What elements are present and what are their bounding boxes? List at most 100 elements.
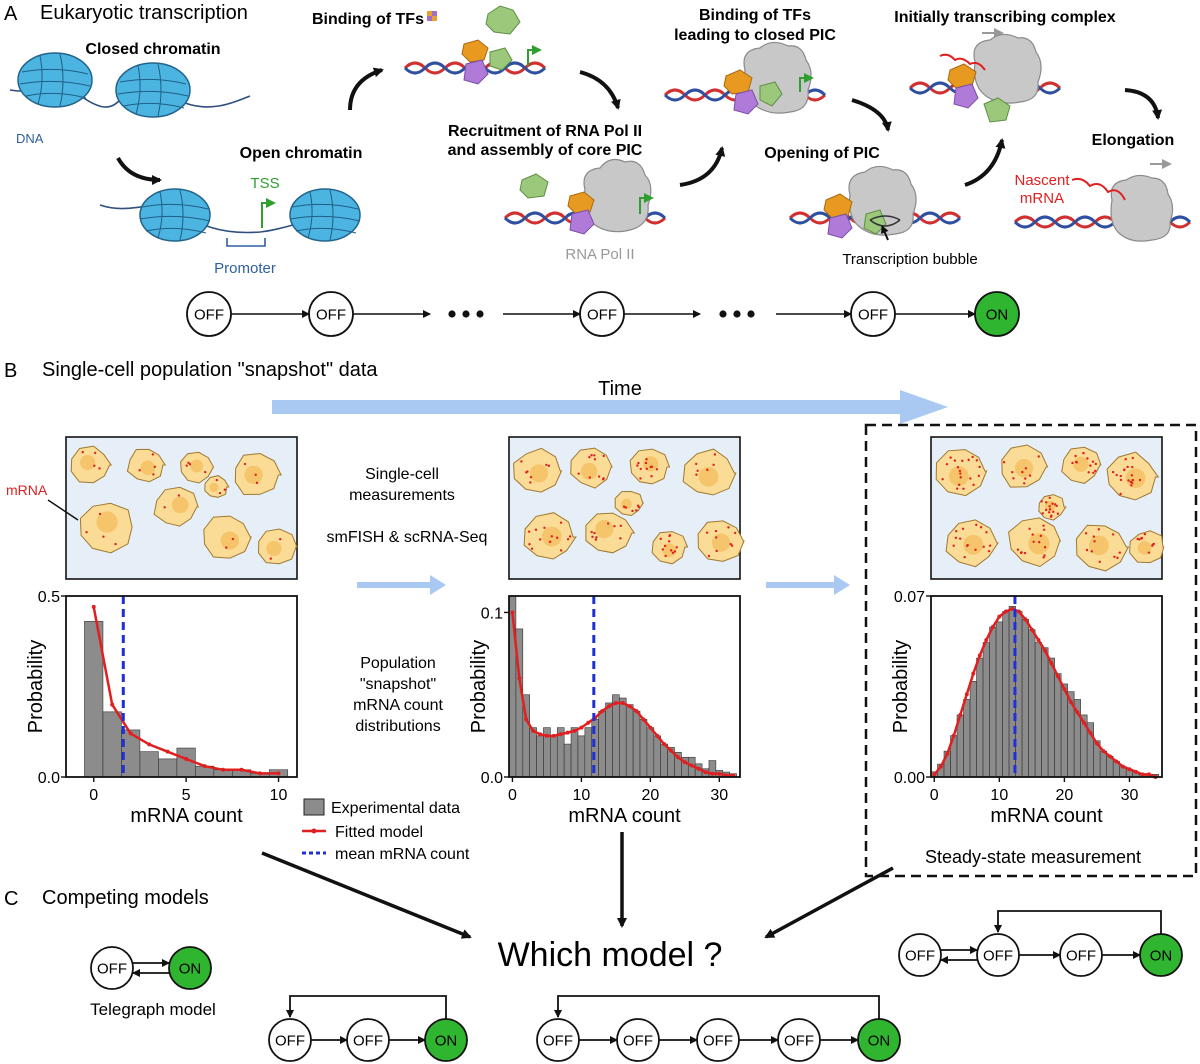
mrna-dot bbox=[595, 536, 598, 539]
histogram-bar bbox=[989, 626, 997, 778]
fitted-model-point bbox=[586, 720, 591, 725]
mrna-dot bbox=[1002, 461, 1006, 464]
panel-c-title: Competing models bbox=[42, 887, 209, 909]
state-off-label: OFF bbox=[1066, 947, 1096, 964]
opening-pic-label: Opening of PIC bbox=[764, 145, 880, 162]
mrna-dot bbox=[526, 470, 529, 473]
mrna-dot bbox=[1119, 492, 1122, 496]
mrna-dot bbox=[1016, 548, 1020, 551]
x-tick-label: 30 bbox=[1121, 787, 1139, 804]
mrna-dot bbox=[1093, 540, 1096, 543]
flow-arrow-2 bbox=[766, 575, 850, 595]
mrna-dot bbox=[528, 543, 531, 546]
mrna-dot bbox=[1086, 457, 1089, 460]
mrna-dot bbox=[1115, 473, 1118, 477]
fitted-model-point bbox=[1010, 606, 1015, 611]
y-tick-label: 0.1 bbox=[481, 605, 503, 622]
arrow-opening-to-initial bbox=[964, 138, 1006, 187]
bubble-pointer-arrow bbox=[881, 225, 889, 241]
mrna-dot bbox=[153, 465, 157, 469]
mrna-dot bbox=[730, 544, 734, 547]
histogram-bar bbox=[632, 710, 641, 778]
mrna-dot bbox=[1143, 532, 1147, 536]
fitted-model-point bbox=[1140, 772, 1145, 777]
fitted-model-point bbox=[1094, 741, 1099, 746]
tss-arrow-icon bbox=[799, 73, 814, 92]
state-off-label: OFF bbox=[587, 306, 617, 323]
binding-closed-label-line2: leading to closed PIC bbox=[674, 27, 836, 44]
mrna-dot bbox=[1140, 536, 1144, 540]
fitted-model-point bbox=[648, 725, 653, 730]
arrow-closed-to-opening bbox=[851, 98, 892, 132]
mrna-dot bbox=[1136, 537, 1139, 541]
mrna-dot bbox=[1023, 551, 1027, 555]
x-tick-label: 10 bbox=[270, 787, 288, 804]
mrna-dot bbox=[1055, 504, 1058, 508]
tf-orange-icon bbox=[567, 191, 595, 215]
mrna-dot bbox=[577, 472, 580, 475]
y-tick-label: 0.0 bbox=[481, 770, 503, 787]
mrna-dot bbox=[972, 483, 975, 487]
fitted-model-point bbox=[538, 732, 543, 737]
mrna-dot bbox=[588, 455, 591, 459]
mrna-dot bbox=[1147, 551, 1151, 554]
fitted-model-point bbox=[951, 733, 956, 738]
mrna-dot bbox=[619, 524, 622, 528]
mrna-dot bbox=[669, 549, 673, 552]
nucleus-shape bbox=[580, 462, 598, 480]
mrna-dot bbox=[1119, 478, 1123, 482]
mrna-dot bbox=[1111, 470, 1115, 474]
fitted-model-point bbox=[1127, 767, 1132, 772]
mrna-dot bbox=[696, 469, 699, 473]
mrna-dot bbox=[254, 473, 257, 476]
mrna-dot bbox=[974, 548, 977, 552]
mrna-dot bbox=[953, 459, 957, 462]
x-tick-label: 5 bbox=[182, 787, 191, 804]
histogram-bar bbox=[1099, 750, 1107, 778]
mrna-dot bbox=[671, 551, 675, 555]
nucleus-shape bbox=[1028, 533, 1050, 555]
mrna-pointer-line bbox=[47, 499, 79, 521]
reset-arrow bbox=[994, 910, 1162, 934]
mrna-dot bbox=[1054, 503, 1057, 506]
tf-green-icon bbox=[759, 81, 783, 107]
tf-purple-icon bbox=[569, 209, 595, 235]
fitted-model-point bbox=[1062, 687, 1067, 692]
mrna-dot bbox=[622, 505, 626, 508]
histogram-bar bbox=[1002, 611, 1010, 778]
mrna-dot bbox=[588, 476, 591, 479]
x-tick-label: 0 bbox=[930, 787, 939, 804]
mrna-dot bbox=[1092, 471, 1095, 475]
fitted-model-point bbox=[703, 770, 708, 775]
histogram-bar bbox=[1054, 673, 1062, 778]
histogram-bar bbox=[536, 735, 544, 778]
fitted-model-point bbox=[1016, 609, 1021, 614]
histogram-bar bbox=[1021, 618, 1029, 778]
histogram-bar bbox=[550, 735, 558, 778]
mrna-dot bbox=[1052, 510, 1055, 514]
mrna-dot bbox=[673, 550, 677, 553]
mrna-dot bbox=[712, 463, 715, 467]
steady-state-label: Steady-state measurement bbox=[925, 847, 1141, 867]
mrna-dot bbox=[1111, 533, 1115, 536]
fitted-model-point bbox=[1081, 720, 1086, 725]
mrna-dot bbox=[982, 545, 985, 548]
y-tick-label: 0.0 bbox=[38, 770, 60, 787]
fitted-model-point bbox=[558, 732, 563, 737]
x-tick-label: 0 bbox=[508, 787, 517, 804]
arrow-binding-to-recruitment bbox=[579, 70, 621, 110]
mrna-dot bbox=[559, 549, 563, 552]
panel-a-letter: A bbox=[4, 3, 18, 25]
fitted-model-point bbox=[258, 771, 263, 776]
mrna-dot bbox=[269, 557, 273, 560]
fitted-model-point bbox=[662, 742, 667, 747]
mrna-dot bbox=[1092, 535, 1095, 538]
x-axis-label: mRNA count bbox=[568, 805, 681, 827]
binding-tfs-label: Binding of TFs bbox=[312, 11, 424, 28]
state-off-label: OFF bbox=[97, 960, 127, 977]
mrna-dot bbox=[1042, 524, 1045, 527]
mrna-dot bbox=[979, 526, 983, 529]
mrna-dot bbox=[1084, 532, 1088, 535]
state-on-label: ON bbox=[179, 960, 202, 977]
